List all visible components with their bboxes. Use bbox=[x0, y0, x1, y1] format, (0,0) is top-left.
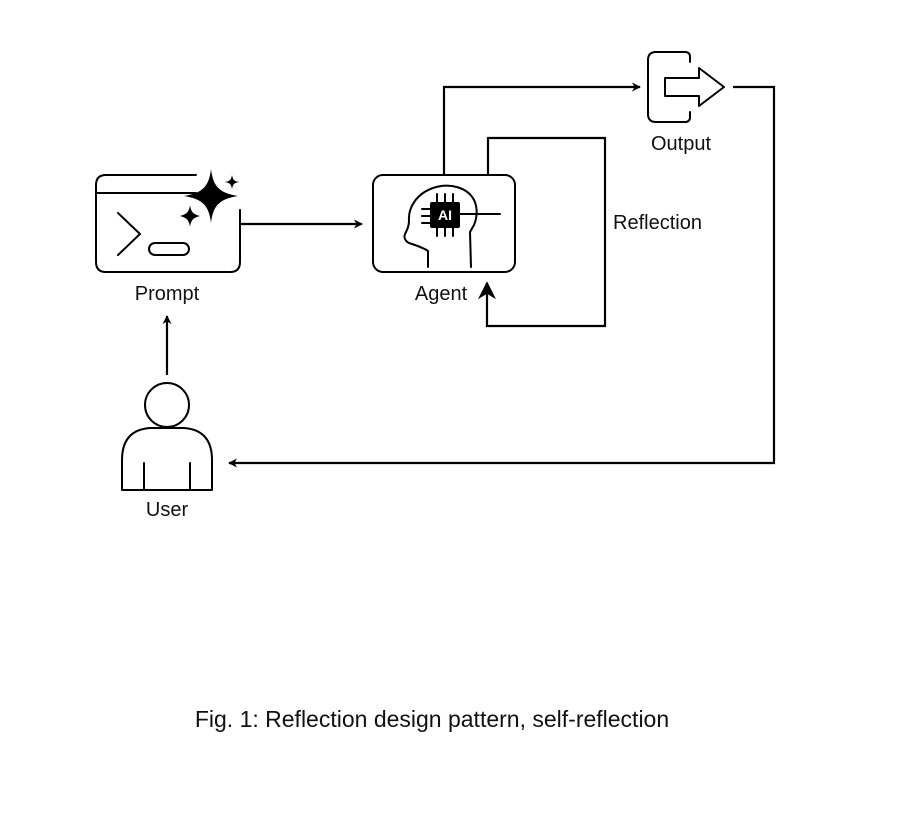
prompt-node: Prompt bbox=[95, 169, 241, 305]
agent-label: Agent bbox=[415, 283, 468, 305]
output-node: Output bbox=[647, 51, 725, 155]
arrow-agent-to-output bbox=[442, 82, 641, 175]
reflection-label: Reflection bbox=[613, 212, 702, 234]
arrow-reflection-loop bbox=[478, 136, 607, 328]
ai-chip-label: AI bbox=[438, 207, 452, 223]
agent-node: AI Agent bbox=[372, 174, 516, 305]
ai-head-icon: AI bbox=[403, 184, 501, 268]
user-node: User bbox=[121, 382, 213, 521]
arrow-output-to-user bbox=[228, 85, 776, 468]
exit-arrow-icon bbox=[647, 51, 725, 123]
user-icon bbox=[121, 382, 213, 491]
figure-caption: Fig. 1: Reflection design pattern, self-… bbox=[195, 706, 669, 732]
prompt-label: Prompt bbox=[135, 283, 200, 305]
user-label: User bbox=[146, 499, 189, 521]
terminal-sparkle-icon bbox=[95, 169, 241, 273]
output-label: Output bbox=[651, 133, 711, 155]
